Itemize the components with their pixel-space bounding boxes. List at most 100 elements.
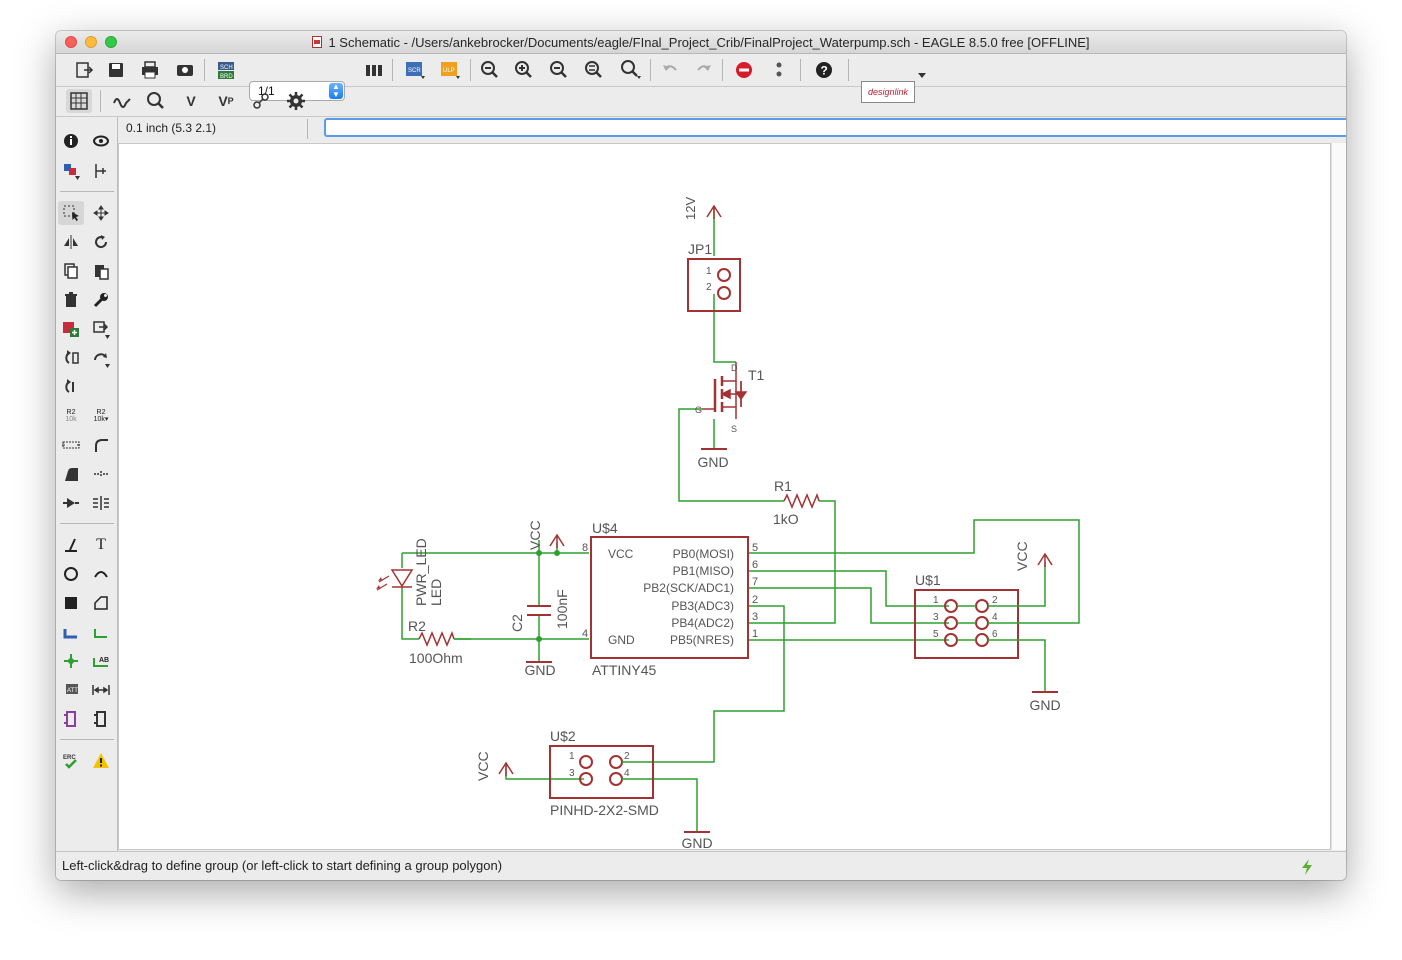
attribute-icon[interactable]: ATT (58, 678, 84, 702)
u1-header[interactable]: U$1 1 2 3 4 5 6 (914, 572, 1019, 659)
mark-icon[interactable] (88, 159, 114, 183)
zoom-select-icon[interactable] (618, 58, 644, 82)
zoom-fit-icon[interactable] (478, 58, 502, 82)
replace-part-icon[interactable] (88, 317, 114, 341)
warning-icon[interactable] (88, 749, 114, 773)
gnd-symbol-c2[interactable]: GND (524, 661, 556, 678)
go-icon[interactable] (767, 58, 791, 82)
grid-icon[interactable] (66, 89, 92, 113)
net-drain[interactable] (713, 294, 736, 363)
gear-icon[interactable] (284, 89, 308, 113)
page-select[interactable]: 1/1 ▲▼ (249, 81, 345, 101)
schematic-canvas[interactable]: 12V JP1 1 2 T1 (118, 143, 1331, 850)
t1-mosfet[interactable] (702, 362, 748, 419)
align-icon[interactable] (88, 491, 114, 515)
junction-icon[interactable] (58, 649, 84, 673)
ulp-icon[interactable]: ULP (437, 58, 463, 82)
u4-attiny45[interactable]: U$4 ATTINY45 8 VCC 4 GND PB0(MOSI) PB1(M… (582, 520, 758, 678)
rectangle-icon[interactable] (58, 591, 84, 615)
rotate-icon[interactable] (88, 230, 114, 254)
module-icon[interactable] (88, 707, 114, 731)
delete-icon[interactable] (58, 288, 84, 312)
redo-icon[interactable] (692, 58, 716, 82)
split-icon[interactable] (58, 375, 84, 399)
net-gate[interactable] (678, 408, 784, 502)
show-icon[interactable] (88, 129, 114, 153)
minimize-window-button[interactable] (85, 36, 97, 48)
net-led-cathode[interactable] (401, 587, 419, 640)
supply-vcc-u2[interactable]: VCC (475, 751, 514, 781)
net-u1-vcc[interactable] (1019, 562, 1046, 607)
net-sck[interactable] (749, 587, 949, 624)
text-icon[interactable]: T (96, 536, 106, 553)
script-icon[interactable]: SCR (402, 58, 428, 82)
net-pb4[interactable] (749, 500, 836, 624)
r1-resistor[interactable]: R1 1kO (773, 478, 820, 527)
net-pb3[interactable] (649, 605, 785, 763)
cam-processor-icon[interactable] (173, 58, 197, 82)
pinswap-icon[interactable] (58, 346, 84, 370)
arc-icon[interactable] (88, 562, 114, 586)
stop-icon[interactable] (732, 58, 756, 82)
page-stepper-icon[interactable]: ▲▼ (329, 83, 343, 99)
smash-icon[interactable] (58, 433, 84, 457)
miter-icon[interactable] (88, 433, 114, 457)
value-icon[interactable]: V (186, 93, 196, 109)
zoom-out-icon[interactable] (547, 58, 571, 82)
line-icon[interactable] (58, 533, 84, 557)
group-select-icon[interactable] (58, 201, 84, 225)
erc-icon[interactable]: ERC (58, 749, 84, 773)
vertical-scrollbar[interactable] (1331, 143, 1346, 850)
supply-12v[interactable]: 12V (683, 197, 722, 220)
info-icon[interactable] (58, 129, 84, 153)
display-layers-icon[interactable] (58, 159, 84, 183)
open-file-icon[interactable] (72, 58, 96, 82)
gnd-symbol-t1[interactable]: GND (697, 448, 729, 470)
mirror-icon[interactable] (58, 230, 84, 254)
c2-capacitor[interactable]: C2 100nF (509, 589, 570, 632)
pwr-led[interactable]: PWR_LED LED (376, 538, 444, 606)
gnd-symbol-u1[interactable]: GND (1029, 691, 1061, 713)
zoom-window-button[interactable] (105, 36, 117, 48)
net-icon[interactable] (88, 620, 114, 644)
paste-icon[interactable] (88, 259, 114, 283)
zoom-redraw-icon[interactable] (582, 58, 606, 82)
circle-icon[interactable] (58, 562, 84, 586)
invoke-icon[interactable] (58, 491, 84, 515)
design-link-button[interactable]: designlink (861, 81, 915, 103)
filter-zoom-icon[interactable] (144, 89, 168, 113)
label-icon[interactable]: AB (88, 649, 114, 673)
polygon-icon[interactable] (88, 591, 114, 615)
undo-icon[interactable] (658, 58, 682, 82)
move-icon[interactable] (88, 201, 114, 225)
chevron-down-icon[interactable] (916, 62, 928, 86)
wire-style-icon[interactable] (110, 89, 134, 113)
help-icon[interactable]: ? (812, 58, 836, 82)
net-u2-gnd[interactable] (649, 778, 698, 832)
print-icon[interactable] (138, 58, 162, 82)
supply-vcc-u4[interactable]: VCC (527, 520, 565, 550)
supply-vcc-u1[interactable]: VCC (1014, 541, 1053, 571)
bus-icon[interactable] (58, 620, 84, 644)
frame-icon[interactable] (58, 707, 84, 731)
jp1-connector[interactable]: JP1 1 2 (687, 241, 741, 312)
split-wire-icon[interactable] (58, 462, 84, 486)
r2-resistor[interactable]: R2 100Ohm (408, 618, 471, 666)
command-line-input[interactable]: ▼ (324, 118, 1346, 137)
u2-header[interactable]: U$2 PINHD-2X2-SMD 1 2 3 4 (549, 728, 659, 818)
net-u1-gnd[interactable] (1019, 639, 1046, 692)
wrench-icon[interactable] (88, 288, 114, 312)
zoom-in-icon[interactable] (512, 58, 536, 82)
close-window-button[interactable] (65, 36, 77, 48)
net-class-icon[interactable] (249, 89, 273, 113)
net-miso[interactable] (749, 570, 949, 607)
gateswap-icon[interactable] (88, 346, 114, 370)
optimize-icon[interactable] (88, 462, 114, 486)
dimension-icon[interactable] (88, 678, 114, 702)
net-mosi[interactable] (749, 519, 1080, 624)
gnd-symbol-u2[interactable]: GND (681, 831, 713, 850)
